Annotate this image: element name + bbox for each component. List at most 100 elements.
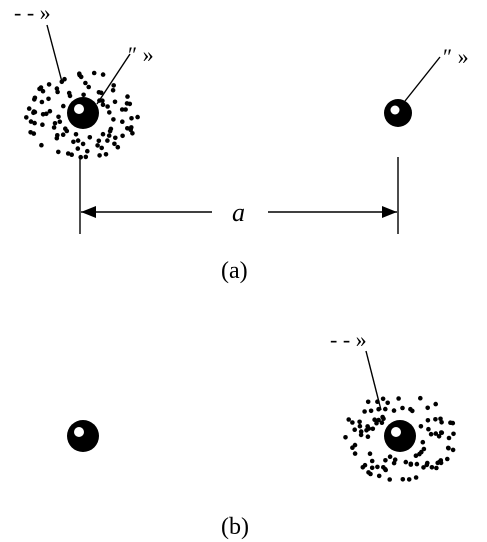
electron-dot [100,98,105,103]
electron-dot [445,456,450,462]
electron-dot [433,431,439,436]
electron-dot [51,125,57,130]
electron-dot [360,465,366,470]
label-nucleus-left: ″ » [128,42,154,67]
electron-dot [32,120,37,126]
electron-dot [414,461,420,467]
electron-dot [364,428,369,433]
electron-dot [112,141,117,147]
electron-dot [73,132,79,137]
leader-line-nucleus-left [96,53,131,105]
electron-dot [46,82,52,87]
electron-dot [429,465,435,470]
electron-dot [433,417,438,422]
leader-line-cloud-left [46,24,63,83]
electron-dot [125,94,130,99]
electron-dot [119,107,125,112]
electron-dot [365,399,371,405]
electron-dot [396,396,401,401]
electron-dot [26,106,32,111]
electron-dot [120,119,125,124]
electron-dot [111,117,116,122]
electron-dot [31,131,37,136]
nucleus-right-b [384,420,416,452]
electron-dot [436,434,442,439]
electron-dot [65,151,71,156]
electron-dot [376,473,382,479]
electron-dot [379,420,385,426]
electron-dot [343,435,348,440]
electron-dot [434,465,439,471]
electron-dot [425,405,431,411]
electron-dot [63,126,68,131]
electron-dot [81,92,86,98]
electron-dot [413,453,419,459]
electron-dot [55,133,60,138]
distance-label: a [232,198,245,227]
electron-dot [450,447,456,453]
electron-dot [56,149,61,155]
leader-line-nucleus-right [404,56,441,102]
electron-dot [111,83,116,88]
electron-dot [352,442,358,448]
electron-dot [100,72,106,77]
electron-dot [403,459,409,465]
electron-dot [426,426,431,432]
electron-dot [413,475,419,480]
electron-dot [103,152,109,157]
electron-dot [380,396,386,402]
electron-dot [367,451,373,457]
electron-dot [96,138,102,144]
electron-dot [358,432,364,438]
electron-dot [383,406,388,412]
caption-a: (a) [221,258,248,284]
electron-dot [446,435,452,441]
electron-dot [421,446,427,452]
electron-dot [408,461,414,467]
electron-dot [408,406,413,412]
electron-dot [71,139,76,145]
electron-dot [32,95,38,101]
electron-dot [372,417,377,423]
electron-dot [37,86,42,92]
electron-dot [439,430,445,436]
label-nucleus-right: ″ » [443,44,469,69]
electron-dot [420,439,426,445]
electron-dot [381,416,386,422]
electron-dot [46,96,51,102]
electron-dot [424,462,430,468]
electron-dot [97,153,102,158]
electron-dot [106,133,112,138]
electron-dot [110,88,116,93]
electron-dot [39,99,45,105]
electron-dot [99,145,104,151]
electron-dot [40,122,45,127]
electron-dot [352,427,358,433]
electron-dot [100,102,106,107]
electron-dot [28,119,34,124]
electron-dot [98,90,104,96]
electron-dot [392,457,398,463]
electron-dot [61,103,66,109]
electron-dot [357,419,362,425]
electron-dot [135,114,140,120]
electron-dot [105,104,110,109]
electron-dot [100,131,106,137]
electron-dot [52,121,58,126]
electron-dot [127,101,133,107]
electron-dot [376,406,381,412]
electron-dot [448,420,453,426]
electron-dot [438,460,444,466]
nucleus-right [384,99,412,127]
electron-dot [107,110,112,115]
electron-dot [383,458,388,463]
electron-dot [350,420,355,425]
panel-a: - - » ″ » ″ » a (a) [14,0,469,284]
electron-dot [400,405,405,411]
electron-dot [83,154,89,160]
electron-dot [40,88,46,94]
electron-dot [95,143,100,148]
electron-dot [44,111,49,117]
electron-dot [375,464,380,470]
electron-dot [418,424,424,429]
